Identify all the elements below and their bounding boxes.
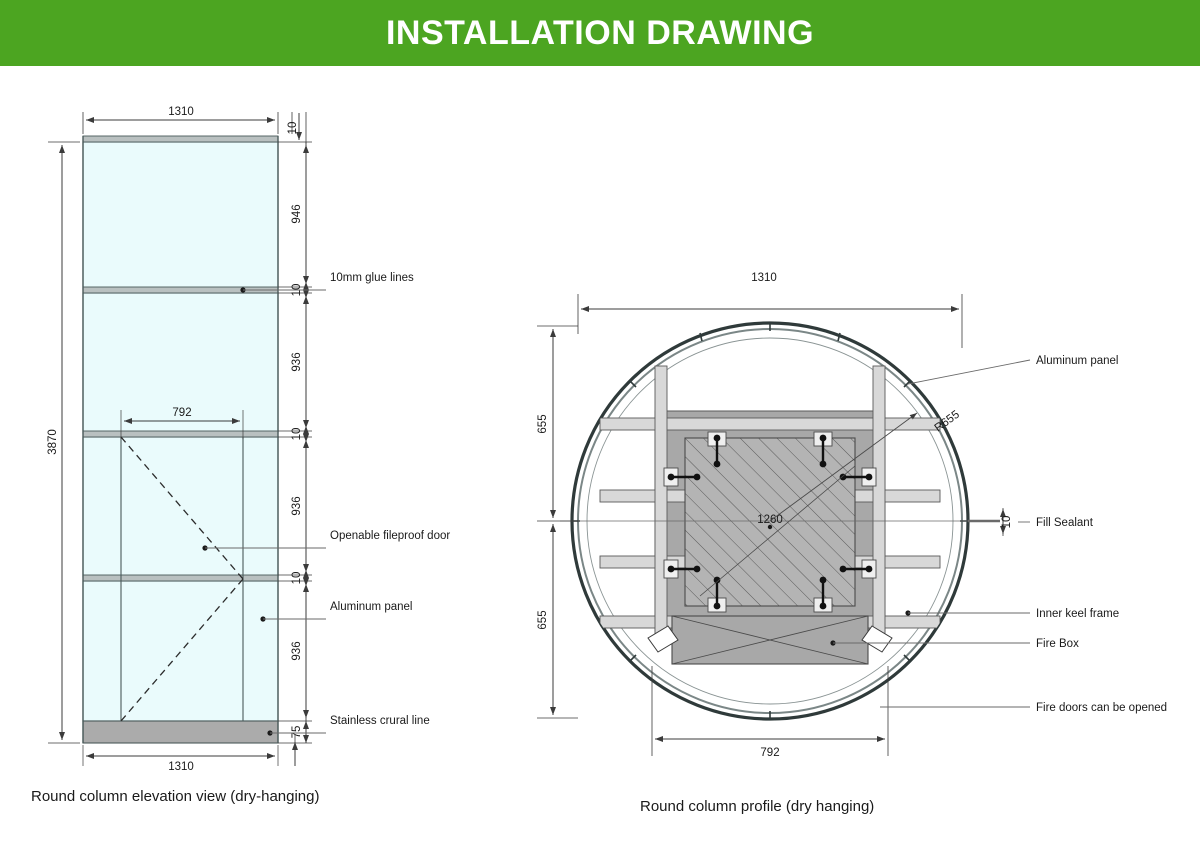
annotation-text-aluminum-panel-profile: Aluminum panel	[1036, 355, 1118, 367]
page-title: INSTALLATION DRAWING	[385, 13, 815, 52]
elevation-annotations: 10mm glue lines Openable fileproof door …	[202, 272, 450, 736]
dim-text-door-width: 792	[172, 407, 191, 419]
fire-door-hinges	[647, 625, 893, 653]
openable-door	[120, 436, 244, 722]
dim-elevation-door-width: 792	[120, 407, 244, 439]
dim-profile-bottom-width: 792	[651, 666, 889, 759]
annotation-text-aluminum-panel-elev: Aluminum panel	[330, 601, 412, 613]
hatched-core-1260	[684, 437, 856, 607]
annotation-fill-sealant: Fill Sealant	[1018, 517, 1094, 529]
page-header: INSTALLATION DRAWING	[0, 0, 1200, 66]
dim-elevation-width-top: 1310	[82, 106, 279, 134]
annotation-aluminum-panel-profile: Aluminum panel	[907, 355, 1118, 385]
profile-caption: Round column profile (dry hanging)	[640, 798, 874, 815]
annotation-text-crural-line: Stainless crural line	[330, 715, 430, 727]
annotation-text-inner-keel-frame: Inner keel frame	[1036, 608, 1119, 620]
annotation-text-glue-lines: 10mm glue lines	[330, 272, 414, 284]
annotation-fireproof-door: Openable fileproof door	[202, 530, 450, 551]
annotation-text-fill-sealant: Fill Sealant	[1036, 517, 1094, 529]
annotation-inner-keel-frame: Inner keel frame	[905, 608, 1119, 620]
dim-text-seg-936b: 936	[291, 496, 303, 515]
dim-text-profile-width: 1310	[751, 272, 777, 284]
annotation-text-fire-doors: Fire doors can be opened	[1036, 702, 1167, 714]
dim-elevation-edge-10: 10	[287, 112, 307, 144]
dim-inner-square-1260: 1260	[699, 465, 856, 597]
dim-text-fill-10: 10	[1001, 516, 1013, 529]
dim-elevation-total-height: 3870	[47, 141, 80, 744]
dim-profile-fill-10: 10	[968, 508, 1013, 536]
dim-text-seg-936c: 936	[291, 641, 303, 660]
dim-profile-width: 1310	[577, 272, 963, 348]
stainless-crural-base	[82, 720, 279, 744]
dim-elevation-width-bottom: 1310	[82, 734, 298, 773]
fire-box	[671, 615, 869, 665]
profile-view: 1260 R655 1310 655 655	[537, 272, 1167, 815]
annotation-glue-lines: 10mm glue lines	[240, 272, 414, 293]
bolt-fixings	[663, 431, 877, 613]
dim-text-655-bottom: 655	[537, 610, 549, 629]
dim-text-seg-936a: 936	[291, 352, 303, 371]
dim-text-655-top: 655	[537, 414, 549, 433]
dim-text-width-bottom: 1310	[168, 761, 194, 773]
annotation-text-fireproof-door: Openable fileproof door	[330, 530, 450, 542]
dim-text-width-top: 1310	[168, 106, 194, 118]
dim-profile-half-heights: 655 655	[537, 325, 578, 719]
elevation-view: 1310 10 946 10	[31, 106, 450, 805]
dim-text-seg-75: 75	[291, 726, 303, 739]
profile-annotations: Aluminum panel Fill Sealant Inner keel f…	[830, 355, 1167, 714]
annotation-crural-line: Stainless crural line	[267, 715, 430, 736]
dim-text-seg-10b: 10	[291, 428, 303, 441]
annotation-fire-box: Fire Box	[830, 638, 1079, 650]
annotation-text-fire-box: Fire Box	[1036, 638, 1079, 650]
dim-text-1260: 1260	[757, 514, 783, 526]
drawing-canvas: 1310 10 946 10	[0, 66, 1200, 850]
dim-text-792: 792	[760, 747, 779, 759]
dim-text-seg-946: 946	[291, 204, 303, 223]
annotation-fire-doors: Fire doors can be opened	[880, 702, 1167, 714]
dim-text-seg-10c: 10	[291, 572, 303, 585]
dim-text-total-height: 3870	[47, 429, 59, 455]
dim-elevation-segments: 946 10 936 10 936 10 936 75	[278, 141, 312, 744]
elevation-caption: Round column elevation view (dry-hanging…	[31, 788, 320, 805]
annotation-aluminum-panel-elev: Aluminum panel	[260, 601, 412, 622]
dim-text-edge-10: 10	[287, 122, 299, 135]
